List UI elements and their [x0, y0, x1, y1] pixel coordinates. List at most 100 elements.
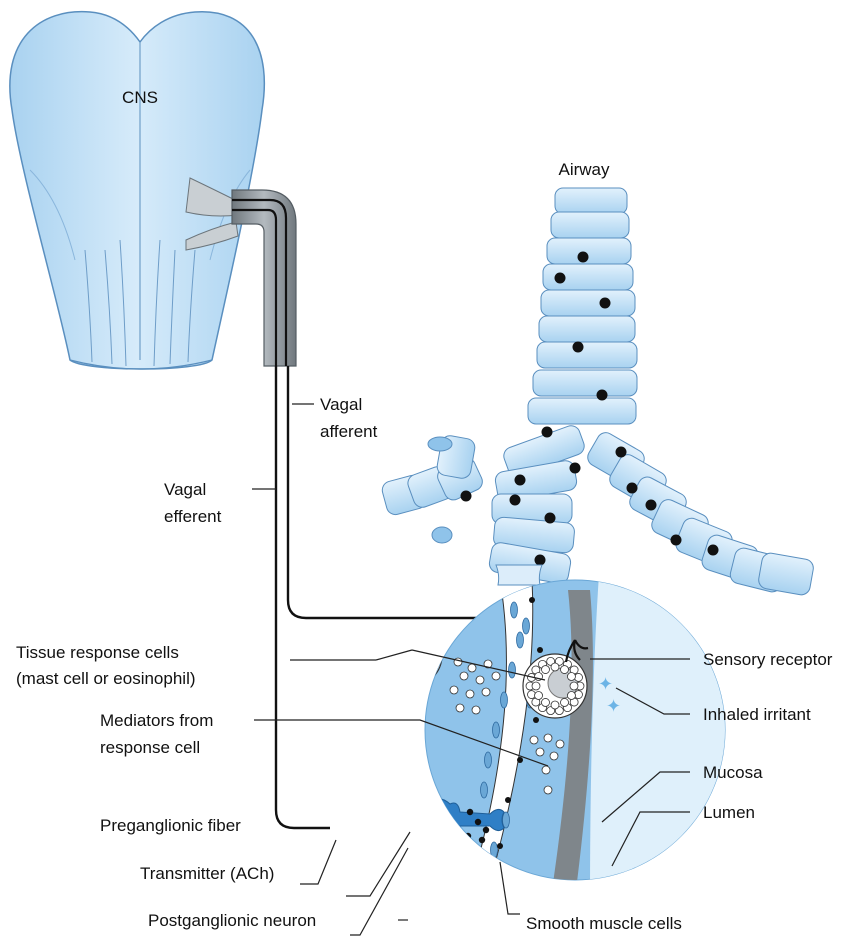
postganglionic-neuron-label: Postganglionic neuron [148, 911, 316, 930]
granule [416, 667, 424, 675]
muscle-nucleus [517, 632, 524, 648]
mediator-granule [472, 706, 480, 714]
granule [422, 661, 430, 669]
granule [551, 663, 559, 671]
granule [397, 667, 405, 675]
mediators-label-line2: response cell [100, 738, 200, 757]
mediator-granule [450, 686, 458, 694]
granule [542, 666, 550, 674]
ach-dot [387, 833, 393, 839]
granule [387, 635, 395, 643]
granule [422, 642, 430, 650]
airway-label: Airway [558, 160, 610, 179]
muscle-nucleus [523, 618, 530, 634]
mediator-granule [550, 752, 558, 760]
cns-brainstem: CNS [10, 12, 264, 369]
mediator-granule [482, 688, 490, 696]
vagus-nerve-trunk [232, 190, 296, 366]
granule [387, 667, 395, 675]
mucosa-label: Mucosa [703, 763, 763, 782]
airway-gland-dot [555, 273, 566, 284]
muscle-nucleus [501, 692, 508, 708]
vagal-afferent-label-line1: Vagal [320, 395, 362, 414]
vagal-efferent-label-line2: efferent [164, 507, 222, 526]
muscle-dot [517, 757, 523, 763]
vagal-afferent-label-line2: afferent [320, 422, 378, 441]
granule [406, 670, 414, 678]
airway-gland-dot [597, 390, 608, 401]
mediator-granule [466, 690, 474, 698]
ach-dot [393, 839, 399, 845]
granule [561, 666, 569, 674]
granule [410, 676, 418, 684]
airway-gland-dot [708, 545, 719, 556]
mediator-granule [476, 676, 484, 684]
sensory-receptor-label: Sensory receptor [703, 650, 833, 669]
airway-gland-dot [461, 491, 472, 502]
trachea-ring [547, 238, 631, 264]
muscle-nucleus [491, 842, 498, 858]
trachea-ring [528, 398, 636, 424]
granule [561, 698, 569, 706]
muscle-nucleus [503, 812, 510, 828]
lumen-label: Lumen [703, 803, 755, 822]
granule [419, 629, 427, 637]
granule [551, 701, 559, 709]
ach-dot [483, 827, 489, 833]
granule [397, 635, 405, 643]
granule [402, 676, 410, 684]
muscle-dot [529, 597, 535, 603]
granule [419, 673, 427, 681]
airway-gland-dot [515, 475, 526, 486]
granule [406, 632, 414, 640]
muscle-dot [533, 717, 539, 723]
irritant-star-1: ✦ [598, 674, 613, 695]
muscle-nucleus [485, 752, 492, 768]
vagal-efferent-label-line1: Vagal [164, 480, 206, 499]
bronchus-opening [432, 527, 452, 543]
trachea-ring [555, 188, 627, 214]
airway-gland-dot [535, 555, 546, 566]
ach-dot [465, 833, 471, 839]
airway-gland-dot [578, 252, 589, 263]
airway-gland-dot [542, 427, 553, 438]
transmitter-label: Transmitter (ACh) [140, 864, 274, 883]
mediator-granule [468, 664, 476, 672]
ach-dot [381, 825, 387, 831]
ach-dot [401, 817, 407, 823]
granule [542, 698, 550, 706]
airway-gland-dot [573, 342, 584, 353]
mediator-granule [492, 672, 500, 680]
airway-gland-dot [646, 500, 657, 511]
granule [535, 692, 543, 700]
irritant-star-2: ✦ [606, 696, 621, 717]
mediator-granule [456, 704, 464, 712]
mediator-granule [556, 740, 564, 748]
magnified-tissue-circle: ✦ ✦ [322, 560, 760, 900]
ach-dot [377, 831, 383, 837]
granule [567, 692, 575, 700]
mediator-granule [544, 734, 552, 742]
muscle-dot [497, 843, 503, 849]
ach-dot [389, 819, 395, 825]
trachea-ring [551, 212, 629, 238]
preganglionic-terminal [322, 795, 402, 862]
ach-dot [467, 809, 473, 815]
mediator-granule [536, 748, 544, 756]
trachea-ring [539, 316, 635, 342]
airway-gland-dot [627, 483, 638, 494]
trachea-ring [533, 370, 637, 396]
granule [383, 642, 391, 650]
mediators-label-line1: Mediators from [100, 711, 213, 730]
granule [567, 673, 575, 681]
trachea-ring [541, 290, 635, 316]
granule [429, 660, 437, 668]
airway-gland-dot [570, 463, 581, 474]
granule [402, 626, 410, 634]
mediator-granule [542, 766, 550, 774]
granule [425, 667, 433, 675]
granule [410, 626, 418, 634]
airway-gland-dot [600, 298, 611, 309]
granule [416, 635, 424, 643]
airway-tree [380, 188, 814, 596]
